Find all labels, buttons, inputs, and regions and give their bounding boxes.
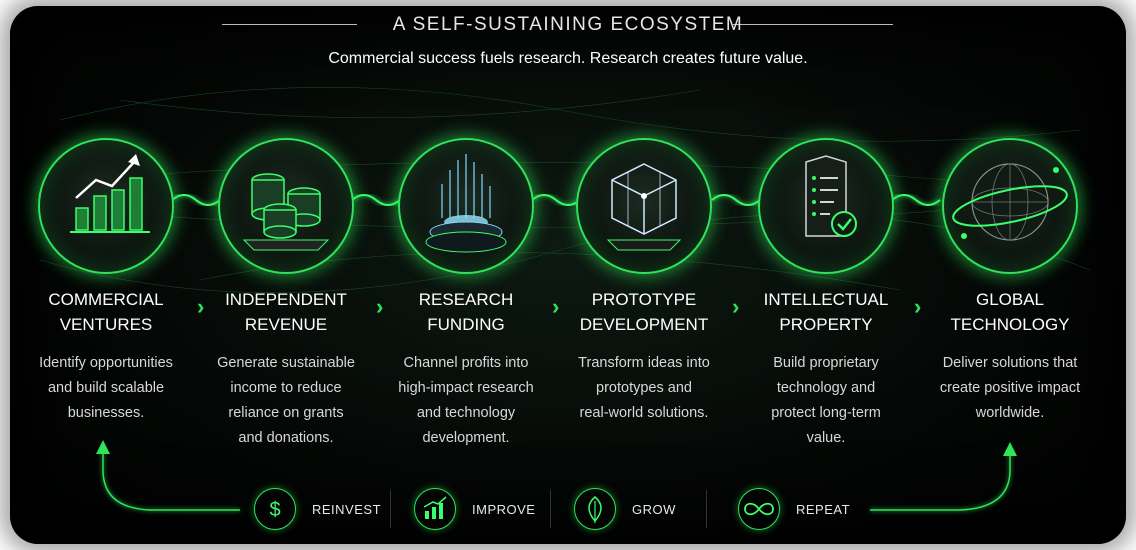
page-title: A SELF-SUSTAINING ECOSYSTEM [392, 14, 744, 35]
chevron-right-icon: › [376, 294, 384, 319]
step-icon-circle [398, 138, 534, 274]
step-icon-circle [218, 138, 354, 274]
cycle-label: IMPROVE [472, 502, 536, 517]
cycle-arrowhead-right [1003, 442, 1017, 456]
chevron-right-icon: › [732, 294, 740, 319]
cycle-separator [390, 490, 391, 528]
cycle-label: REPEAT [796, 502, 851, 517]
infinity-icon [738, 488, 780, 530]
chevron-right-icon: › [914, 294, 922, 319]
page-subtitle: Commercial success fuels research. Resea… [328, 50, 808, 67]
dollar-icon: $ [254, 488, 296, 530]
cycle-label: GROW [632, 502, 676, 517]
checklist-shield-icon [805, 155, 857, 237]
growth-chart-icon [70, 154, 150, 233]
chevron-right-icon: › [552, 294, 560, 319]
leaf-icon [574, 488, 616, 530]
step-icon-circle [942, 138, 1078, 274]
globe-icon [952, 163, 1068, 241]
data-stream-icon [425, 154, 507, 253]
chevron-right-icon: › [197, 294, 205, 319]
bar-chart-icon [414, 488, 456, 530]
cycle-separator [706, 490, 707, 528]
cycle-separator [550, 490, 551, 528]
step-icon-circle [758, 138, 894, 274]
cycle-arrow-left [102, 448, 240, 511]
title-line-right [733, 24, 893, 25]
ecosystem-panel [10, 6, 1126, 544]
step-icon-circle [576, 138, 712, 274]
svg-text:$: $ [269, 499, 280, 521]
step-icon-circle [38, 138, 174, 274]
coin-stacks-icon [242, 173, 330, 251]
cube-icon [606, 163, 682, 251]
cycle-arrow-right [870, 450, 1011, 511]
title-line-left [222, 24, 357, 25]
cycle-arrowhead-left [96, 440, 110, 454]
cycle-label: REINVEST [312, 502, 382, 517]
